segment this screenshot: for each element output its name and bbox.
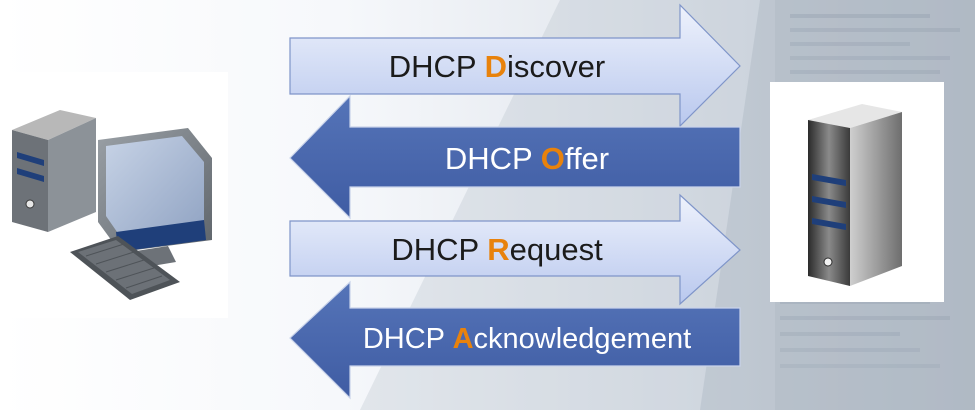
arrow-label: DHCP Offer [445, 141, 609, 176]
tower-server-icon [770, 82, 944, 302]
arrow-label: DHCP Acknowledgement [363, 323, 691, 355]
arrow-label: DHCP Discover [389, 49, 606, 84]
dhcp-offer-arrow: DHCP Offer [289, 94, 741, 220]
arrow-shape [289, 193, 741, 306]
arrow-label: DHCP Request [391, 232, 603, 267]
desktop-computer-icon [0, 72, 228, 318]
arrow-shape [289, 3, 741, 128]
dhcp-acknowledgement-arrow: DHCP Acknowledgement [289, 280, 741, 400]
arrow-shape [289, 280, 741, 400]
dhcp-discover-arrow: DHCP Discover [289, 3, 741, 128]
arrow-shape [289, 94, 741, 220]
dhcp-request-arrow: DHCP Request [289, 193, 741, 306]
